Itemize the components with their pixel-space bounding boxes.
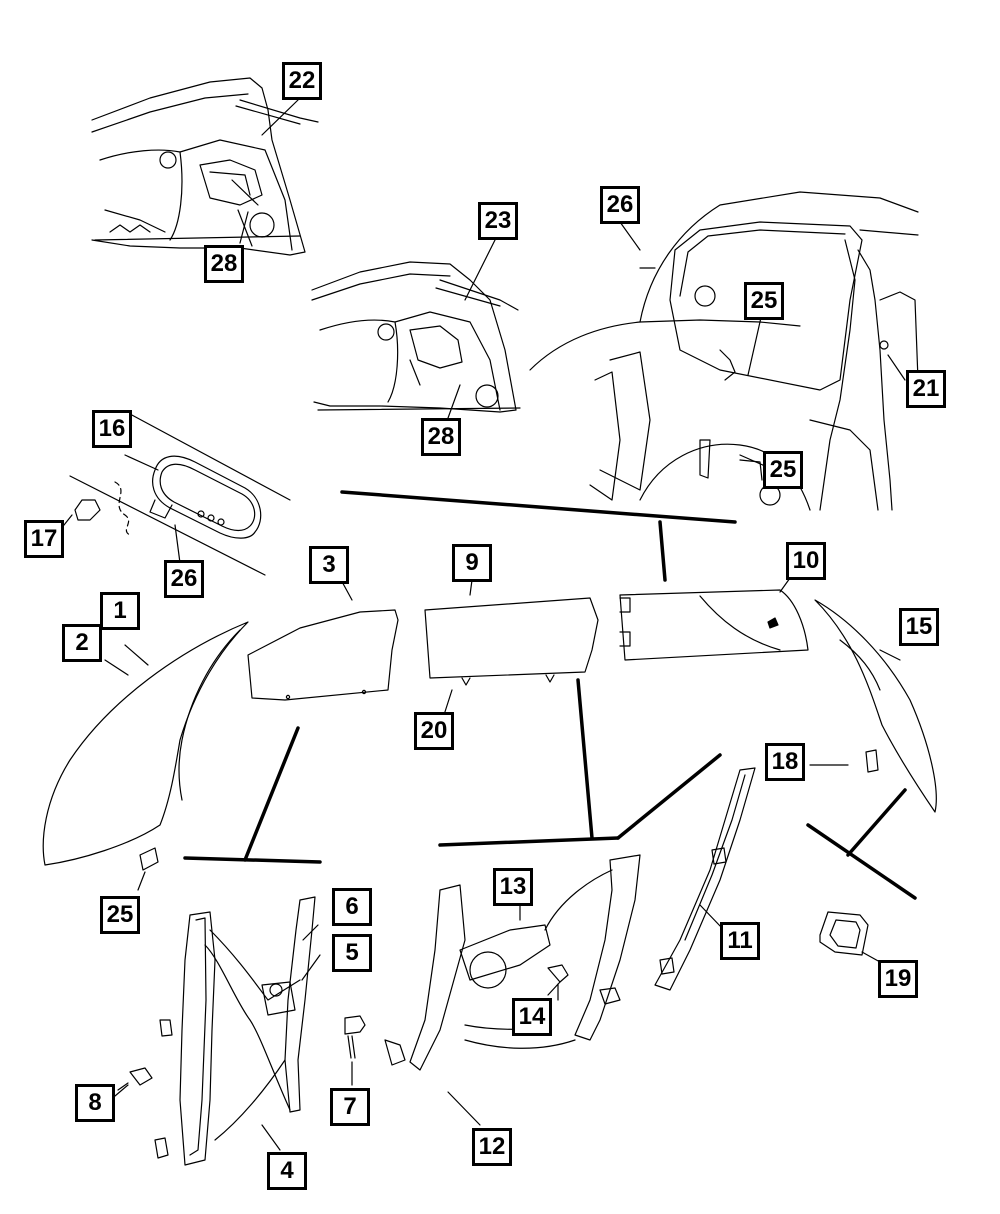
callout-26-lower: 25 [100, 896, 140, 934]
windshield [42, 621, 249, 866]
top-leaders [239, 99, 906, 467]
callout-27: 26 [164, 560, 204, 598]
rear-door-glass [424, 579, 599, 719]
callout-4: 4 [267, 1152, 307, 1190]
glass-run-channel [654, 767, 756, 991]
liftgate-glass [814, 599, 937, 813]
callout-5: 5 [332, 934, 372, 972]
callout-17: 17 [24, 520, 64, 558]
callout-21: 21 [906, 370, 946, 408]
callout-26-upper: 26 [600, 186, 640, 224]
callout-13: 13 [493, 868, 533, 906]
callout-25-upper: 25 [744, 282, 784, 320]
callout-12: 12 [472, 1128, 512, 1166]
liftgate-interior-view-lower [311, 261, 521, 413]
callout-6: 6 [332, 888, 372, 926]
callout-7: 7 [330, 1088, 370, 1126]
callout-10: 10 [786, 542, 826, 580]
callout-23: 23 [478, 202, 518, 240]
callout-28-lower: 28 [421, 418, 461, 456]
connector-lines [183, 490, 917, 900]
callout-19: 19 [878, 960, 918, 998]
front-window-regulator [154, 896, 321, 1166]
callout-16: 16 [92, 410, 132, 448]
quarter-glass [619, 577, 809, 661]
callout-11: 11 [720, 922, 760, 960]
small-parts [137, 749, 881, 963]
callout-3: 3 [309, 546, 349, 584]
callout-14: 14 [512, 998, 552, 1036]
callout-25-lower: 25 [763, 451, 803, 489]
callout-2: 2 [62, 624, 102, 662]
callout-9: 9 [452, 544, 492, 582]
fasteners [114, 964, 569, 1097]
liftgate-interior-view-upper [91, 77, 319, 256]
callout-22: 22 [282, 62, 322, 100]
callout-8: 8 [75, 1084, 115, 1122]
callout-20: 20 [414, 712, 454, 750]
rear-view-mirror [59, 413, 291, 576]
callout-18: 18 [765, 743, 805, 781]
front-door-glass [247, 577, 399, 701]
rear-quarter-exterior-view [529, 191, 919, 511]
rear-window-regulator [384, 854, 641, 1126]
callout-15: 15 [899, 608, 939, 646]
callout-1: 1 [100, 592, 140, 630]
callout-28-upper: 28 [204, 245, 244, 283]
